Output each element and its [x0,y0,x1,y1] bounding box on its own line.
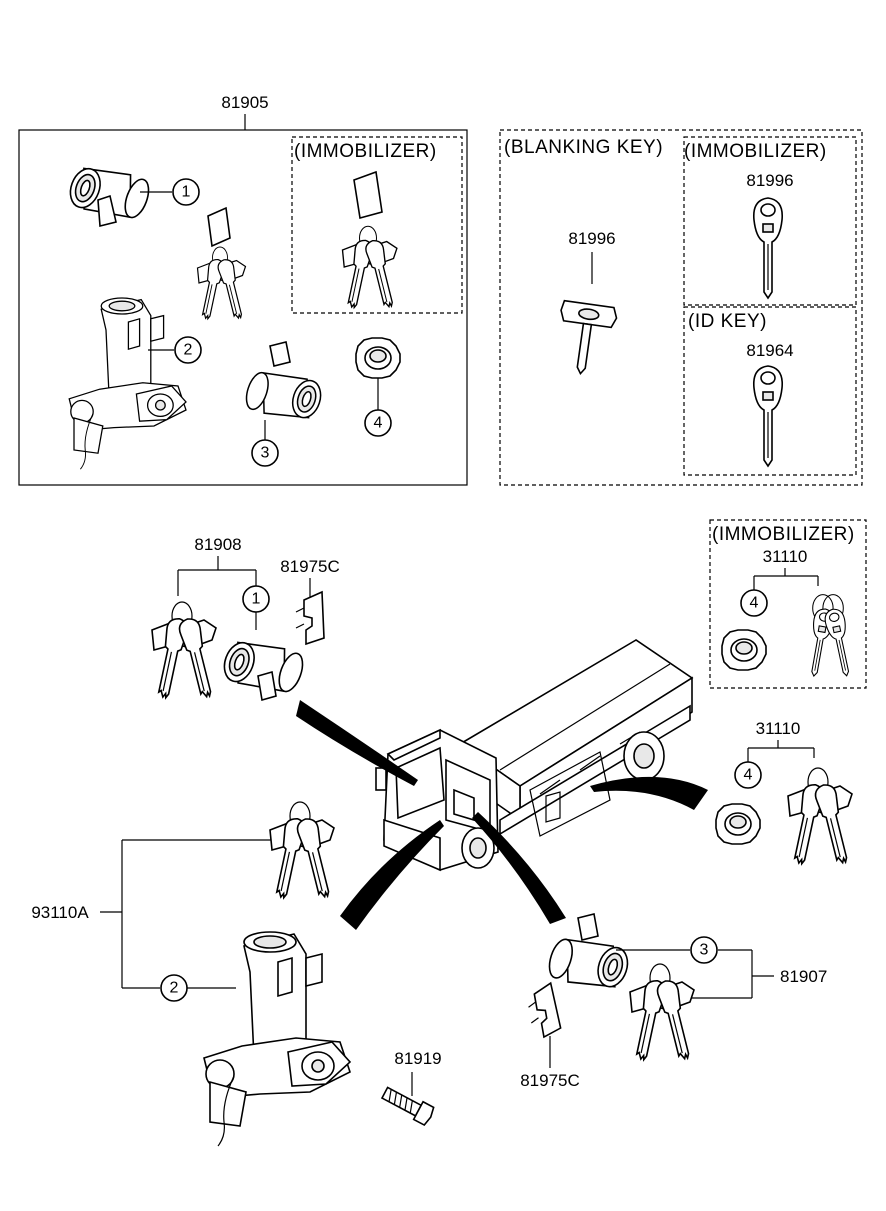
pointer-arrow-ignition [340,820,444,930]
clip-81975c-bottom [524,981,563,1040]
clip-81975c-top [295,591,325,645]
label-81975c-top: 81975C [280,557,340,576]
svg-text:4: 4 [374,415,383,432]
callout-2-bottom: 2 [160,974,188,1002]
label-81964: 81964 [746,341,793,360]
svg-text:3: 3 [261,445,270,462]
immobilizer-box-1 [291,136,463,314]
svg-text:4: 4 [744,767,753,784]
label-81905: 81905 [221,93,268,112]
pointer-arrow-door [296,700,418,786]
immobilizer-box-2 [683,136,857,306]
truck-illustration [375,639,694,872]
callout-1-top: 1 [172,178,200,206]
svg-text:2: 2 [170,980,179,997]
key-set-93110a [270,802,335,899]
immobilizer-box-3 [709,519,867,689]
immobilizer-coil-right [715,803,761,845]
immobilizer-coil [355,337,401,379]
transponder-key-immobilizer [752,197,784,299]
immobilizer-key-set [343,226,398,309]
svg-text:3: 3 [700,942,709,959]
callout-2-top: 2 [174,336,202,364]
key-set-81907 [630,964,695,1061]
callout-1-mid: 1 [242,585,270,613]
label-93110a: 93110A [31,903,89,922]
svg-text:2: 2 [184,342,193,359]
label-81996-immob: 81996 [746,171,793,190]
svg-text:4: 4 [750,595,759,612]
key-set-31110 [788,768,853,865]
label-id-key: (ID KEY) [688,311,767,332]
label-81996-blank: 81996 [568,229,615,248]
key-set-81908 [152,602,217,699]
callout-4-top: 4 [364,409,392,437]
transponder-keys-31110 [803,594,857,679]
label-immobilizer-1: (IMMOBILIZER) [294,141,437,162]
ignition-lock-housing [68,297,187,470]
id-key-box [683,306,857,476]
svg-text:1: 1 [252,591,261,608]
label-31110: 31110 [756,719,801,738]
pointer-arrow-trunk [472,812,566,924]
label-81975c-bottom: 81975C [520,1071,580,1090]
callout-3-top: 3 [251,439,279,467]
key-types-box [499,129,863,486]
ignition-lock-93110a [203,931,351,1147]
trunk-lock-cylinder-81907 [544,928,634,999]
label-81907: 81907 [780,967,827,986]
immobilizer-coil-31110 [721,629,767,671]
label-blanking-key: (BLANKING KEY) [504,137,663,158]
callout-3-bottom: 3 [690,936,718,964]
id-key [752,365,784,467]
callout-4-right: 4 [734,761,762,789]
label-31110-immob: 31110 [763,547,808,566]
svg-text:1: 1 [182,184,191,201]
callout-4-immob: 4 [740,589,768,617]
label-immobilizer-3: (IMMOBILIZER) [712,524,855,545]
blanking-key [560,299,618,376]
bolt-81919 [380,1086,435,1127]
label-81908: 81908 [194,535,241,554]
key-set-small [198,247,246,320]
trunk-lock-cylinder [241,362,326,430]
kit-81905-box [18,129,468,486]
label-81919: 81919 [394,1049,441,1068]
pointer-arrow-rear [590,776,708,810]
label-immobilizer-2: (IMMOBILIZER) [684,141,827,162]
